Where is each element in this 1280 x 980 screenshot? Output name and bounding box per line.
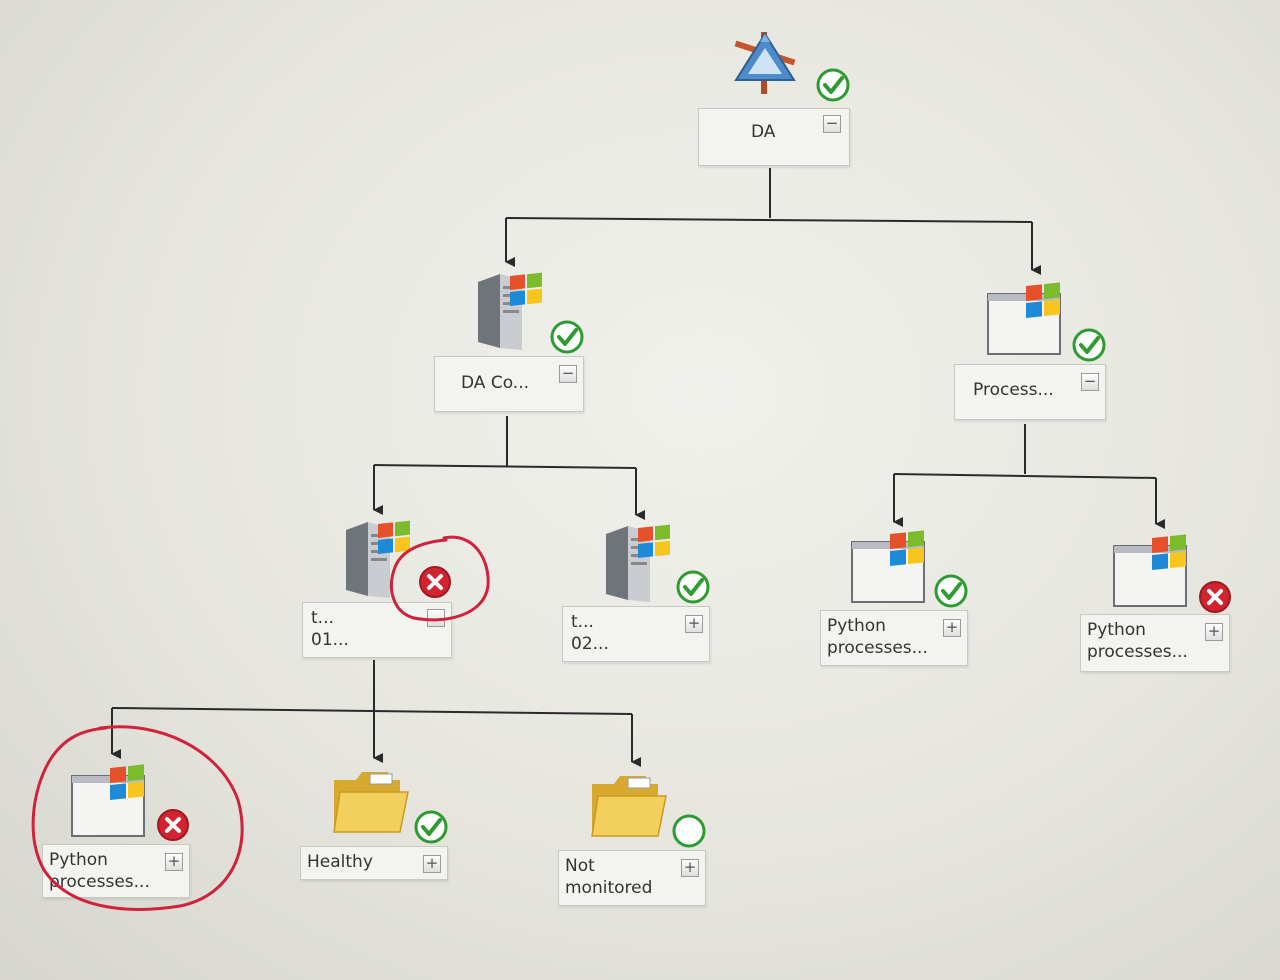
- red-annotation-circle: [390, 535, 490, 622]
- node-da[interactable]: DA −: [698, 108, 850, 166]
- node-label-text: t... 01...: [311, 608, 349, 650]
- expand-toggle[interactable]: +: [423, 855, 441, 873]
- node-python-processes-child[interactable]: Python processes... +: [42, 844, 190, 898]
- collapse-toggle[interactable]: −: [823, 115, 841, 133]
- expand-toggle[interactable]: +: [943, 619, 961, 637]
- windows-server-icon: [474, 268, 548, 352]
- node-server-01[interactable]: t... 01...: [302, 602, 452, 658]
- node-label-text: Process...: [973, 380, 1054, 400]
- node-label-text: Python processes...: [1087, 620, 1188, 662]
- expand-toggle[interactable]: +: [165, 853, 183, 871]
- collapse-toggle[interactable]: −: [1081, 373, 1099, 391]
- status-ok-icon: [676, 570, 710, 604]
- status-ok-icon: [550, 320, 584, 354]
- windows-server-icon: [342, 516, 416, 600]
- red-annotation-circle: [31, 725, 244, 911]
- node-healthy[interactable]: Healthy +: [300, 846, 448, 880]
- windows-app-icon: [850, 526, 934, 606]
- node-da-computers[interactable]: DA Co... −: [434, 356, 584, 412]
- node-label-text: Python processes...: [49, 850, 150, 892]
- status-ok-icon: [1072, 328, 1106, 362]
- status-ok-icon: [414, 810, 448, 844]
- status-not-monitored-icon: [672, 814, 706, 848]
- node-server-02[interactable]: t... 02... +: [562, 606, 710, 662]
- status-error-icon: [157, 809, 189, 841]
- expand-toggle[interactable]: +: [681, 859, 699, 877]
- node-label-text: DA Co...: [461, 373, 530, 393]
- windows-app-icon: [70, 760, 154, 840]
- collapse-toggle[interactable]: −: [559, 365, 577, 383]
- node-label-text: DA: [751, 122, 776, 142]
- status-ok-icon: [934, 574, 968, 608]
- windows-app-icon: [1112, 530, 1196, 610]
- folder-icon: [588, 770, 668, 842]
- node-processes[interactable]: Process... −: [954, 364, 1106, 420]
- node-label-text: Not monitored: [565, 856, 653, 898]
- status-error-icon: [419, 566, 451, 598]
- windows-server-icon: [602, 520, 676, 604]
- node-label-text: Healthy: [307, 852, 373, 872]
- node-python-processes[interactable]: Python processes... +: [820, 610, 968, 666]
- node-label-text: t... 02...: [571, 612, 609, 654]
- distributed-app-icon: [728, 28, 802, 98]
- node-label-text: Python processes...: [827, 616, 928, 658]
- node-not-monitored[interactable]: Not monitored +: [558, 850, 706, 906]
- status-ok-icon: [816, 68, 850, 102]
- folder-icon: [330, 766, 410, 838]
- node-python-processes-error[interactable]: Python processes... +: [1080, 614, 1230, 672]
- expand-toggle[interactable]: +: [685, 615, 703, 633]
- status-error-icon: [1199, 581, 1231, 613]
- expand-toggle[interactable]: +: [1205, 623, 1223, 641]
- windows-app-icon: [986, 278, 1070, 358]
